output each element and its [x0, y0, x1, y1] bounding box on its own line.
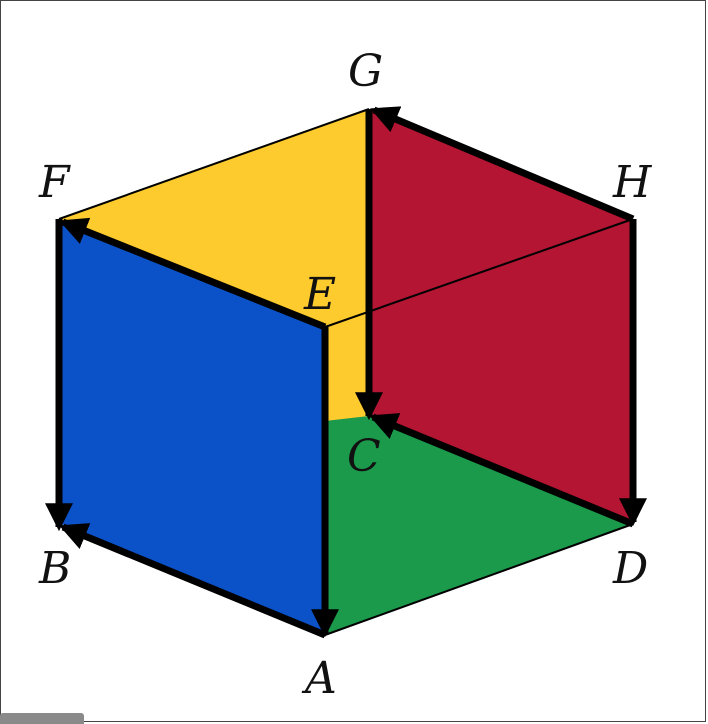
- arrow-A-B: [59, 523, 327, 639]
- edge-A-D: [324, 523, 634, 636]
- vertex-label-G: G: [348, 46, 383, 97]
- top-face-yellow: [59, 109, 369, 433]
- vertex-label-A: A: [301, 653, 337, 704]
- edge-E-H: [324, 218, 634, 328]
- vertex-label-E: E: [303, 269, 336, 320]
- edge-F-G: [58, 108, 370, 220]
- vertex-label-C: C: [347, 431, 381, 482]
- right-face-red: [369, 109, 633, 524]
- vertex-label-D: D: [612, 543, 648, 594]
- vertex-label-B: B: [38, 543, 71, 594]
- corner-tab: [0, 713, 84, 724]
- arrow-E-F: [59, 217, 327, 331]
- arrow-D-C: [369, 413, 635, 528]
- bottom-face-green: [325, 416, 633, 635]
- vertex-label-H: H: [612, 157, 653, 208]
- front-face-blue: [59, 219, 325, 635]
- vertex-label-F: F: [38, 157, 71, 208]
- arrow-H-G: [370, 106, 635, 223]
